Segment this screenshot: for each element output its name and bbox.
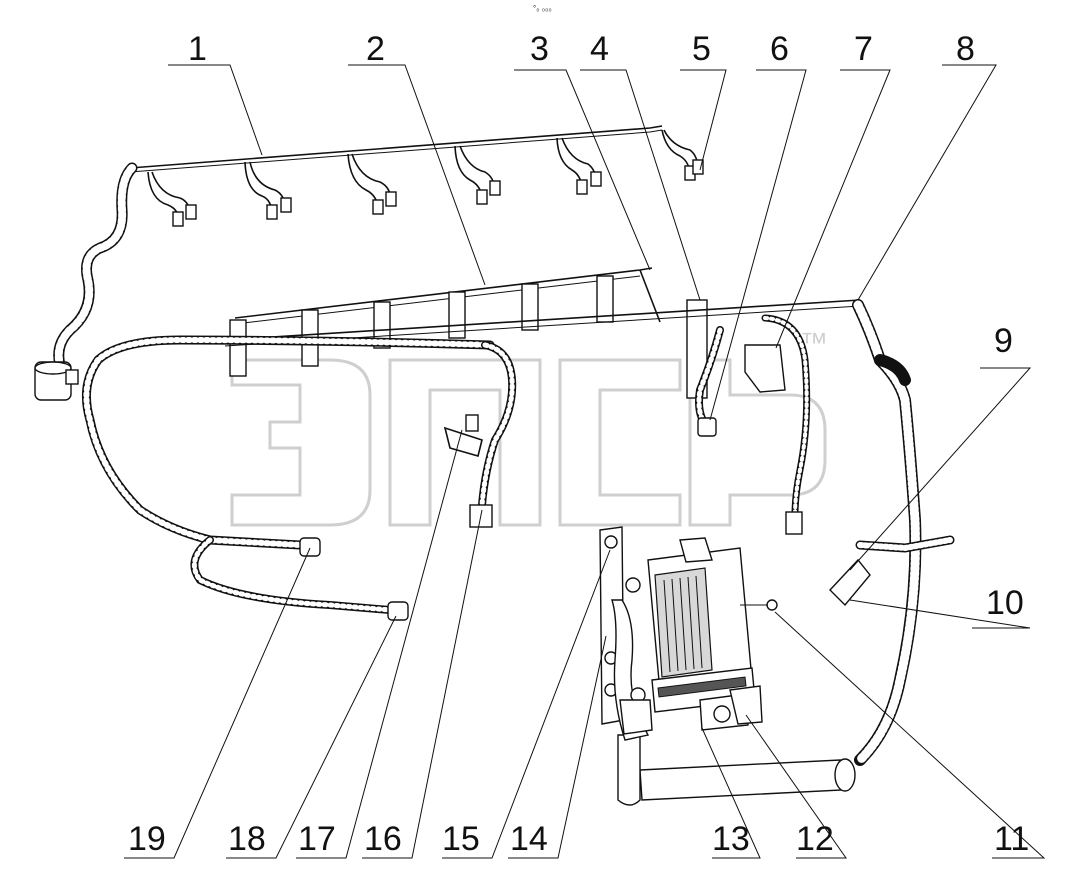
callout-17: 17 (296, 429, 463, 859)
harness-right (617, 299, 955, 806)
callout-2: 2 (348, 30, 486, 286)
callout-label-9: 9 (994, 322, 1013, 360)
callout-3: 3 (514, 30, 651, 271)
callout-6: 6 (709, 30, 807, 421)
callout-label-2: 2 (366, 30, 385, 68)
callout-label-11: 11 (994, 820, 1029, 858)
callout-label-3: 3 (530, 30, 549, 68)
callout-1: 1 (168, 30, 263, 156)
ecu-fins (663, 575, 703, 673)
callout-label-17: 17 (298, 820, 336, 858)
callout-label-19: 19 (128, 820, 166, 858)
callout-11: 11 (774, 611, 1046, 859)
callout-label-13: 13 (712, 820, 750, 858)
callout-label-15: 15 (442, 820, 480, 858)
harness-rail (224, 267, 861, 399)
callout-label-5: 5 (692, 30, 711, 68)
callout-label-4: 4 (590, 30, 609, 68)
callout-label-1: 1 (188, 30, 207, 68)
callout-7: 7 (775, 30, 891, 349)
callouts: 1 2 3 4 5 6 7 8 (124, 30, 1046, 859)
callout-12: 12 (745, 714, 847, 859)
callout-label-7: 7 (854, 30, 873, 68)
callout-label-14: 14 (510, 820, 548, 858)
harness-upper (34, 125, 704, 401)
callout-14: 14 (508, 635, 607, 859)
callout-label-16: 16 (364, 820, 402, 858)
harness-lower-loop (81, 335, 517, 621)
callout-19: 19 (124, 547, 311, 859)
callout-label-18: 18 (228, 820, 266, 858)
callout-4: 4 (580, 30, 701, 301)
callout-label-8: 8 (956, 30, 975, 68)
ecu-assembly (599, 526, 778, 741)
header-mark: °₀ ₀₀₀ (533, 4, 552, 13)
callout-16: 16 (362, 509, 483, 859)
header-text: °₀ ₀₀₀ (533, 4, 552, 13)
callout-10: 10 (849, 584, 1031, 629)
callout-label-6: 6 (770, 30, 789, 68)
callout-8: 8 (857, 30, 997, 301)
callout-9: 9 (849, 322, 1032, 571)
callout-13: 13 (701, 727, 761, 859)
callout-15: 15 (442, 549, 611, 859)
callout-label-10: 10 (986, 584, 1024, 622)
watermark: ™ (230, 327, 828, 527)
callout-18: 18 (226, 615, 397, 859)
callout-5: 5 (680, 30, 727, 171)
callout-label-12: 12 (796, 820, 834, 858)
